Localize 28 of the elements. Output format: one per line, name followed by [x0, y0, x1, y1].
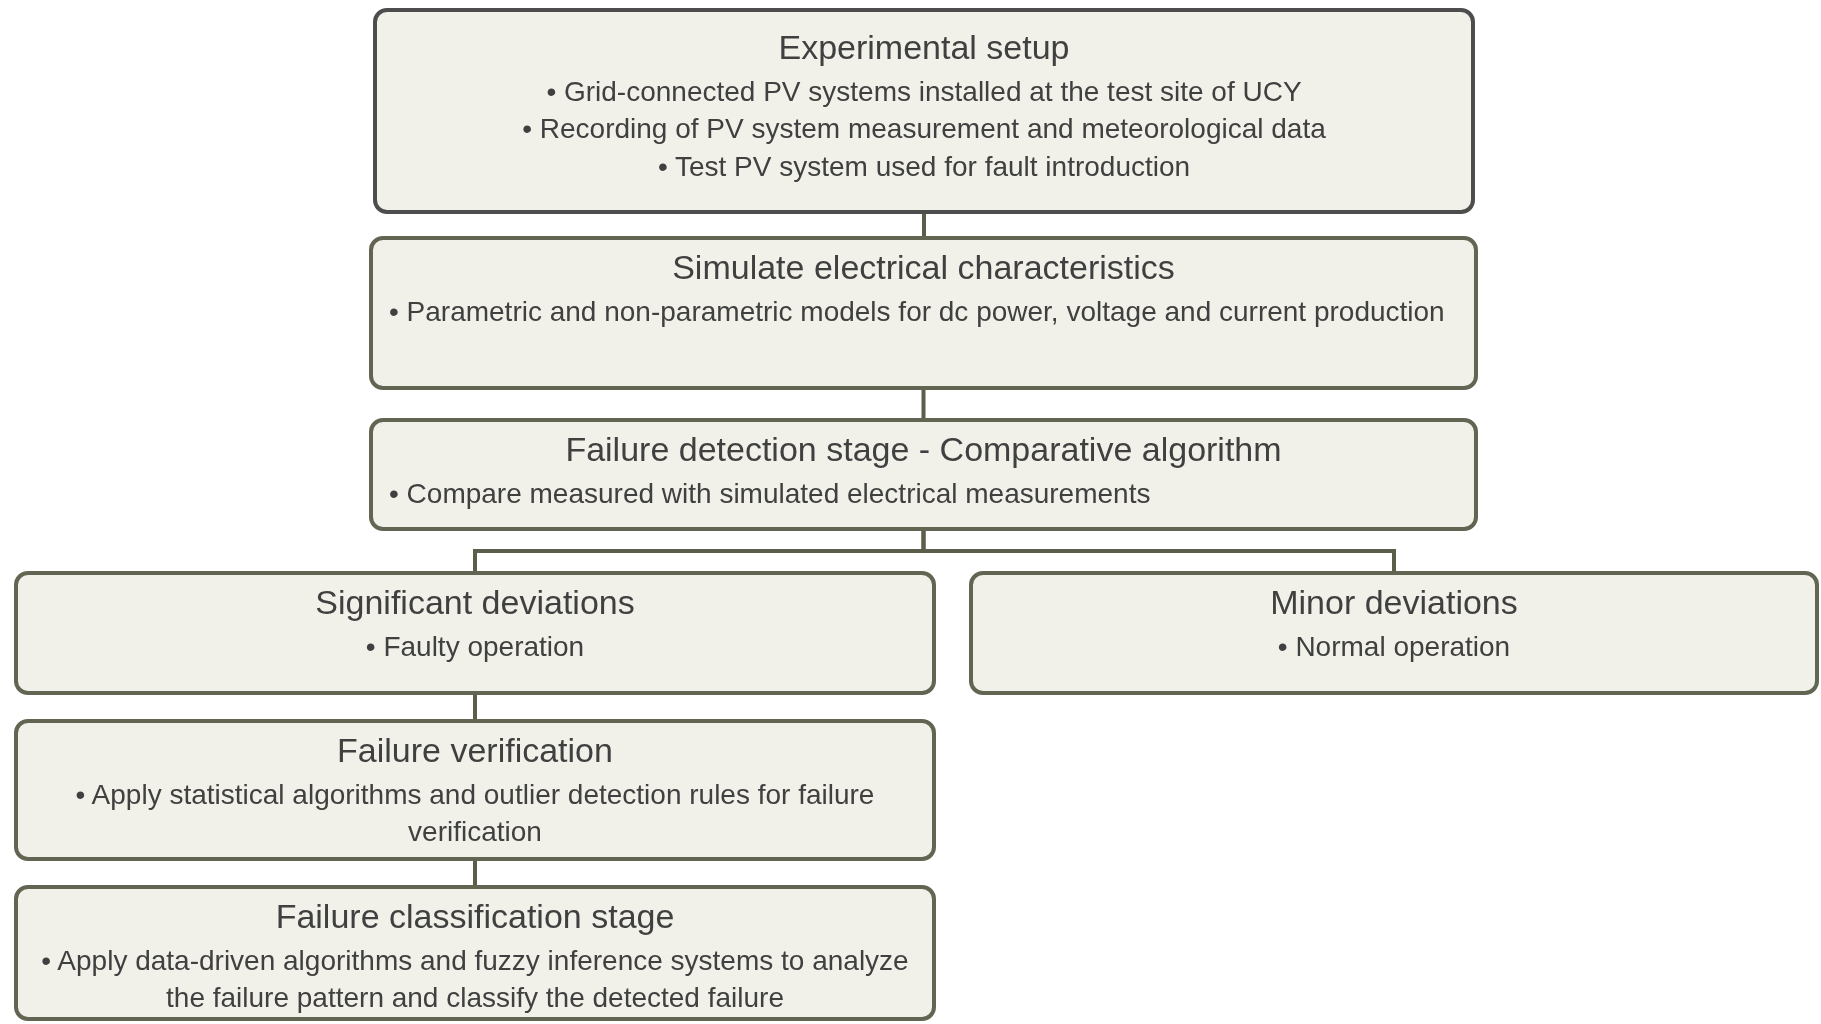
connector-line	[922, 214, 926, 236]
bullet-text: • Parametric and non-parametric models for dc power, voltage and current production	[389, 294, 1446, 329]
connector-line	[473, 861, 477, 885]
bullet-text: • Recording of PV system measurement and meteorological data	[521, 112, 1327, 147]
connector-line	[921, 531, 1396, 571]
process-box	[369, 418, 1478, 531]
process-box	[969, 571, 1819, 695]
box-title: Failure detection stage - Comparative algorithm	[564, 429, 1283, 470]
bullet-text: • Faulty operation	[364, 629, 586, 664]
box-title: Minor deviations	[1269, 582, 1519, 623]
bullet-text: • Grid-connected PV systems installed at the test site of UCY	[545, 74, 1303, 109]
box-title: Significant deviations	[314, 582, 636, 623]
bullet-text: • Normal operation	[1276, 629, 1512, 664]
bullet-text: • Apply statistical algorithms and outlier detection rules for failure verification	[74, 777, 876, 850]
bullet-text: • Apply data-driven algorithms and fuzzy inference systems to analyze the failure pattern and classify the detected failure	[40, 943, 910, 1016]
connector-line	[921, 390, 926, 418]
box-title: Experimental setup	[777, 27, 1071, 68]
bullet-text: • Test PV system used for fault introduction	[656, 150, 1192, 185]
process-box	[14, 571, 936, 695]
box-title: Simulate electrical characteristics	[671, 247, 1176, 288]
connector-line	[473, 695, 477, 719]
box-title: Failure classification stage	[274, 896, 676, 937]
bullet-text: • Compare measured with simulated electrical measurements	[389, 476, 1152, 511]
process-box	[14, 719, 936, 861]
process-box	[373, 8, 1475, 214]
process-box	[14, 885, 936, 1021]
process-box	[369, 236, 1478, 390]
box-title: Failure verification	[336, 730, 614, 771]
